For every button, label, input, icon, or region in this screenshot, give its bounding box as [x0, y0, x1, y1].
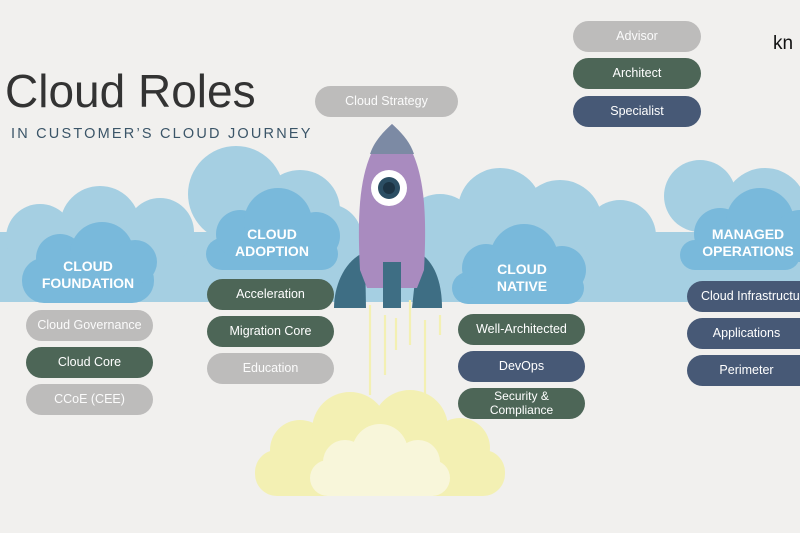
migration-core-pill: Migration Core [207, 316, 334, 347]
cloud-native-bubble [452, 224, 586, 304]
managed-operations-label: MANAGED OPERATIONS [682, 226, 800, 260]
applications-pill: Applications [687, 318, 800, 349]
cloud-foundation-line2: FOUNDATION [41, 275, 135, 291]
page-subtitle: IN CUSTOMER’S CLOUD JOURNEY [11, 126, 313, 142]
security-compliance-line1: Security & [494, 388, 549, 403]
cloud-core-pill: Cloud Core [26, 347, 153, 378]
page-title: Cloud Roles [5, 65, 256, 117]
smoke-cloud [255, 390, 505, 496]
perimeter-pill: Perimeter [687, 355, 800, 386]
cloud-adoption-line2: ADOPTION [235, 243, 309, 259]
education-pill: Education [207, 353, 334, 384]
cloud-native-line2: NATIVE [496, 278, 548, 294]
managed-operations-line1: MANAGED [711, 226, 785, 242]
cloud-governance-pill: Cloud Governance [26, 310, 153, 341]
rocket-body [358, 124, 426, 288]
cloud-foundation-bubble [22, 222, 157, 303]
cloud-adoption-bubble [206, 188, 340, 270]
cloud-strategy-pill: Cloud Strategy [315, 86, 458, 117]
legend-advisor: Advisor [573, 21, 701, 52]
security-compliance-line2: Compliance [489, 402, 554, 417]
cloud-adoption-label: CLOUD ADOPTION [206, 226, 338, 260]
rocket-fin-left [334, 252, 366, 308]
devops-pill: DevOps [458, 351, 585, 382]
rocket-exhaust [368, 300, 442, 395]
managed-operations-bubble [680, 188, 800, 270]
rocket-nose [370, 124, 414, 154]
rocket-center-fin [383, 262, 401, 308]
acceleration-pill: Acceleration [207, 279, 334, 310]
managed-operations-line2: OPERATIONS [702, 243, 794, 259]
security-compliance-pill: Security & Compliance [458, 388, 585, 419]
cloud-infrastructure-pill: Cloud Infrastructure [687, 281, 800, 312]
ccoe-pill: CCoE (CEE) [26, 384, 153, 415]
cloud-foundation-line1: CLOUD [63, 258, 113, 274]
legend-specialist: Specialist [573, 96, 701, 127]
cloud-foundation-label: CLOUD FOUNDATION [22, 258, 154, 292]
rocket [334, 124, 442, 308]
brand-logo-text: kn [773, 33, 794, 54]
cloud-adoption-line1: CLOUD [247, 226, 297, 242]
legend-architect: Architect [573, 58, 701, 89]
cloud-native-line1: CLOUD [497, 261, 547, 277]
cloud-native-label: CLOUD NATIVE [456, 261, 588, 295]
well-architected-pill: Well-Architected [458, 314, 585, 345]
